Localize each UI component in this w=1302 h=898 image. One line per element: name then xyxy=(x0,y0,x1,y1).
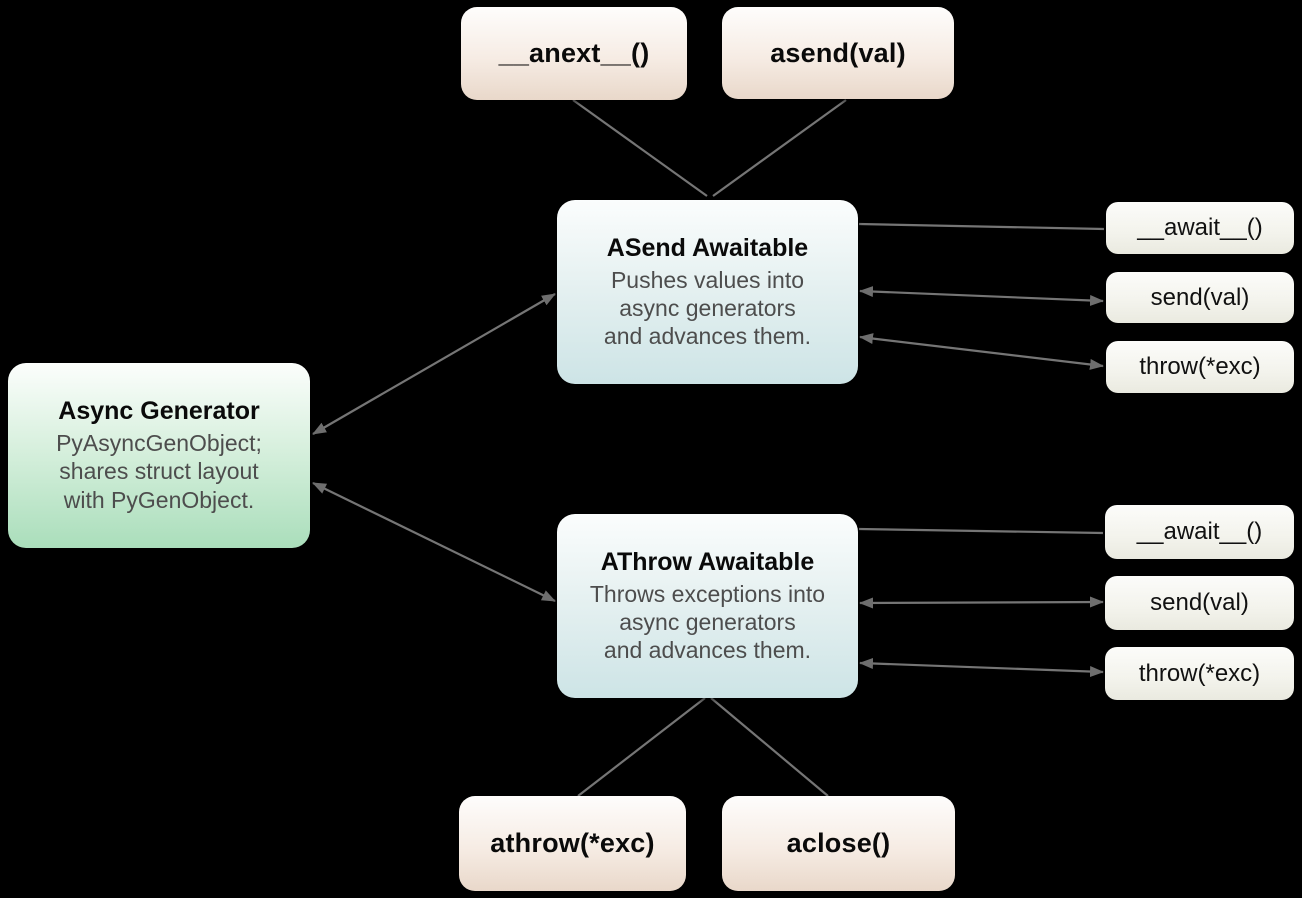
asend-send-label: send(val) xyxy=(1150,283,1250,311)
connector-asend-awaitable-throw-1 xyxy=(859,333,1104,370)
async-generator-description: PyAsyncGenObject; shares struct layout w… xyxy=(56,430,262,513)
athrow-awaitable-title: AThrow Awaitable xyxy=(600,547,815,576)
asend-await-label: __await__() xyxy=(1137,214,1263,241)
node-asend-throw-method: throw(*exc) xyxy=(1106,341,1294,393)
asend-awaitable-description: Pushes values into async generators and … xyxy=(603,266,812,350)
node-asend-await-method: __await__() xyxy=(1106,202,1294,254)
node-asend-method: asend(val) xyxy=(722,7,954,99)
async-generator-title: Async Generator xyxy=(58,397,260,426)
connector-athrow-awaitable-throw-2 xyxy=(859,657,1104,678)
node-async-generator: Async Generator PyAsyncGenObject; shares… xyxy=(8,363,310,548)
connector-anext-to-asend-awaitable xyxy=(572,99,708,197)
node-athrow-throw-method: throw(*exc) xyxy=(1105,647,1294,700)
athrow-awaitable-description: Throws exceptions into async generators … xyxy=(589,580,826,664)
node-athrow-send-method: send(val) xyxy=(1105,576,1294,630)
node-athrow-method: athrow(*exc) xyxy=(459,796,686,891)
connector-athrow-awaitable-to-aclose xyxy=(710,697,829,797)
node-athrow-await-method: __await__() xyxy=(1105,505,1294,559)
asend-awaitable-title: ASend Awaitable xyxy=(606,233,809,262)
node-asend-awaitable: ASend Awaitable Pushes values into async… xyxy=(557,200,858,384)
node-aclose-method: aclose() xyxy=(722,796,955,891)
connector-athrow-awaitable-to-athrow-call xyxy=(577,697,706,797)
connector-athrow-awaitable-to-await-2 xyxy=(858,527,1104,535)
athrow-send-label: send(val) xyxy=(1150,589,1249,616)
node-anext-method: __anext__() xyxy=(461,7,687,100)
node-asend-send-method: send(val) xyxy=(1106,272,1294,323)
athrow-throw-label: throw(*exc) xyxy=(1138,659,1261,687)
asend-label: asend(val) xyxy=(770,37,906,68)
connector-asend-awaitable-to-await-1 xyxy=(858,222,1105,231)
aclose-label: aclose() xyxy=(786,828,891,858)
node-athrow-awaitable: AThrow Awaitable Throws exceptions into … xyxy=(557,514,858,698)
athrow-await-label: __await__() xyxy=(1136,518,1263,545)
athrow-call-label: athrow(*exc) xyxy=(490,828,655,858)
connector-asend-awaitable-send-1 xyxy=(859,286,1104,306)
connector-async-generator-asend-awaitable xyxy=(312,293,556,435)
connector-athrow-awaitable-send-2 xyxy=(859,596,1104,609)
connector-asend-to-asend-awaitable xyxy=(712,99,847,197)
anext-label: __anext__() xyxy=(498,38,650,68)
asend-throw-label: throw(*exc) xyxy=(1139,353,1261,380)
connector-async-generator-athrow-awaitable xyxy=(312,482,556,602)
